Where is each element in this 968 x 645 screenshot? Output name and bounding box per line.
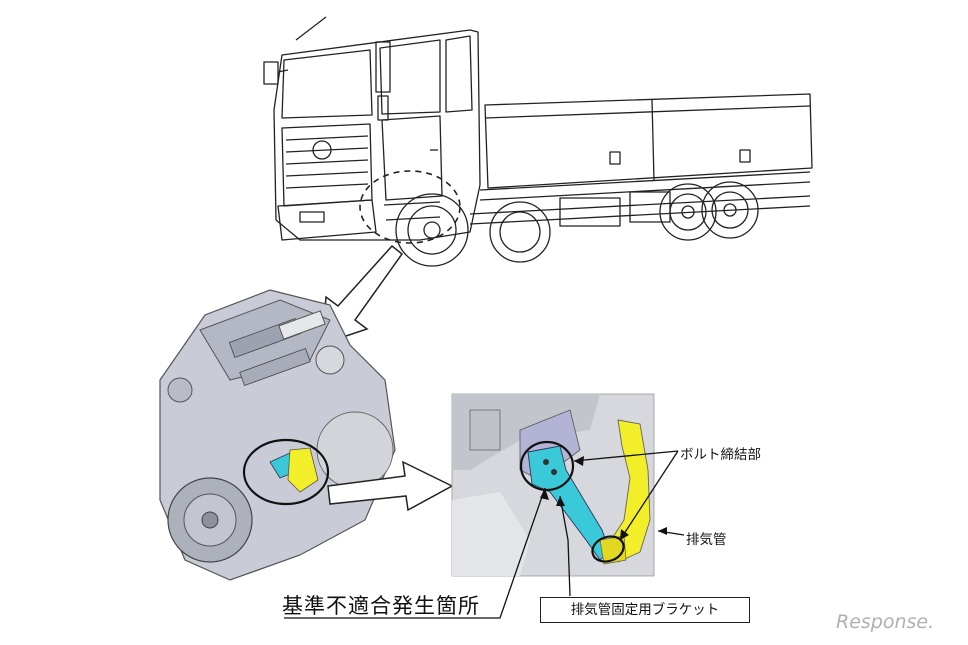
bracket-label: 排気管固定用ブラケット bbox=[540, 597, 750, 623]
exhaust-pipe-label: 排気管 bbox=[686, 532, 727, 548]
truck-illustration bbox=[263, 16, 813, 267]
arrow-icon bbox=[327, 460, 454, 512]
arrowheads bbox=[540, 456, 667, 540]
leader-lines bbox=[284, 450, 685, 619]
recall-location-label: 基準不適合発生箇所 bbox=[282, 594, 480, 618]
detail-render bbox=[451, 393, 655, 577]
response-watermark: Response. bbox=[836, 611, 935, 633]
bolt-joint-label: ボルト締結部 bbox=[680, 447, 761, 463]
engine-render bbox=[159, 289, 396, 581]
